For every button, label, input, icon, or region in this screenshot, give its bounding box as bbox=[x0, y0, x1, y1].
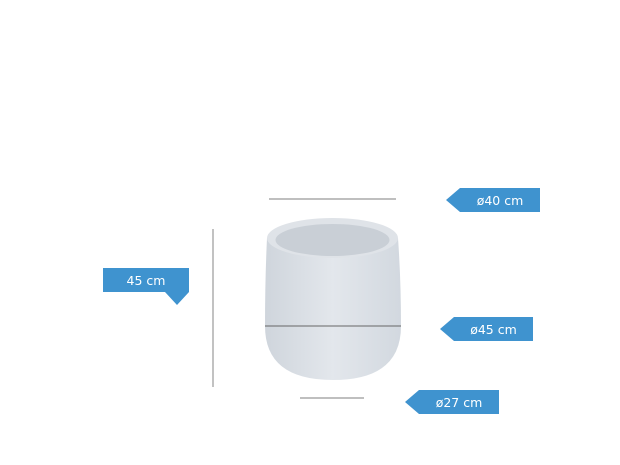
planter-pot bbox=[265, 218, 401, 380]
tag-max-diameter-shape bbox=[440, 317, 533, 341]
bottom-diameter-label: ø27 cm bbox=[435, 394, 483, 410]
tag-top-diameter-shape bbox=[446, 188, 540, 212]
tag-bottom-diameter-shape bbox=[405, 390, 499, 414]
tag-height-shape bbox=[103, 268, 189, 305]
top-diameter-label: ø40 cm bbox=[476, 192, 524, 208]
max-diameter-label: ø45 cm bbox=[470, 321, 517, 337]
height-label: 45 cm bbox=[126, 272, 166, 288]
